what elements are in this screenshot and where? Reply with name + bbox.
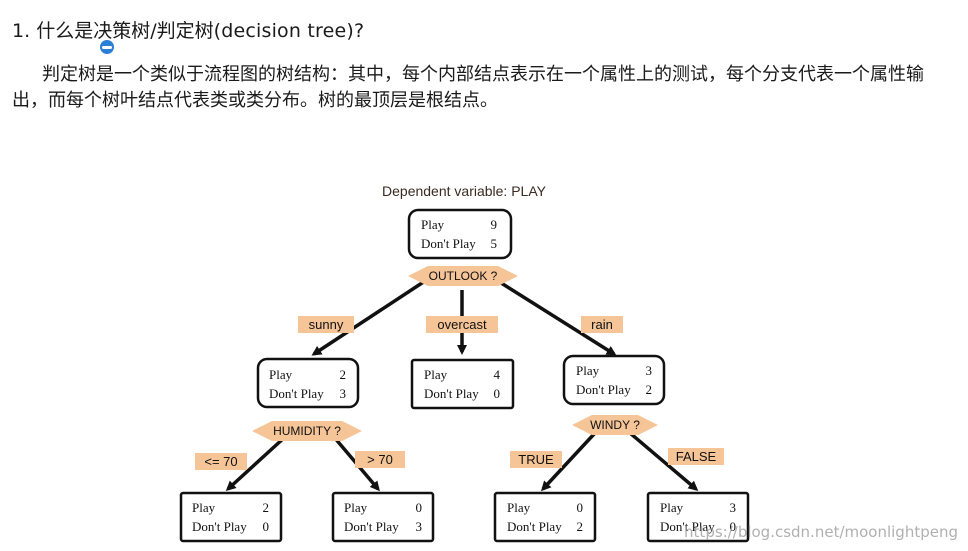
node-overcast-dont-count: 0: [494, 386, 501, 401]
definition-paragraph: 判定树是一个类似于流程图的树结构：其中，每个内部结点表示在一个属性上的测试，每个…: [12, 62, 952, 114]
branch-rain: rain: [581, 316, 623, 333]
node-gt70-dont-count: 3: [416, 519, 423, 534]
edge-rain: [497, 279, 617, 356]
node-le70: Play 2 Don't Play 0: [179, 491, 283, 543]
source-watermark: https://blog.csdn.net/moonlightpeng: [684, 523, 958, 541]
test-outlook-label: OUTLOOK ?: [429, 269, 498, 283]
branch-sunny: sunny: [298, 316, 354, 333]
node-le70-dont-label: Don't Play: [192, 519, 247, 534]
branch-gt70: > 70: [355, 451, 405, 468]
node-sunny-play-count: 2: [340, 367, 347, 382]
page-heading: 1. 什么是决策树/判定树(decision tree)?: [12, 16, 364, 43]
node-rain-play-label: Play: [576, 363, 600, 378]
node-true-play-label: Play: [507, 500, 531, 515]
node-true-dont-label: Don't Play: [507, 519, 562, 534]
node-rain-dont-label: Don't Play: [576, 382, 631, 397]
test-humidity-label: HUMIDITY ?: [273, 424, 341, 438]
test-humidity: HUMIDITY ?: [252, 421, 362, 441]
node-false-play-count: 3: [730, 500, 737, 515]
paragraph-text: 判定树是一个类似于流程图的树结构：其中，每个内部结点表示在一个属性上的测试，每个…: [12, 64, 924, 111]
test-outlook: OUTLOOK ?: [408, 266, 518, 286]
node-le70-play-count: 2: [263, 500, 270, 515]
node-root-dont-count: 5: [491, 236, 498, 251]
node-false-dont-count: 0: [730, 519, 737, 534]
node-root-play-count: 9: [491, 217, 498, 232]
branch-le70: <= 70: [195, 453, 247, 470]
branch-false: FALSE: [668, 448, 724, 465]
edge-true: [540, 431, 597, 492]
node-gt70-dont-label: Don't Play: [344, 519, 399, 534]
branch-sunny-label: sunny: [309, 317, 344, 332]
node-rain-play-count: 3: [646, 363, 653, 378]
node-le70-play-label: Play: [192, 500, 216, 515]
node-sunny: Play 2 Don't Play 3: [256, 357, 360, 409]
node-root: Play 9 Don't Play 5: [407, 208, 513, 260]
node-gt70: Play 0 Don't Play 3: [331, 491, 435, 543]
edge-sunny: [311, 279, 426, 356]
branch-overcast-label: overcast: [437, 317, 487, 332]
node-true: Play 0 Don't Play 2: [493, 491, 597, 543]
branch-overcast: overcast: [426, 316, 498, 333]
node-true-play-count: 0: [577, 500, 584, 515]
node-false-dont-label: Don't Play: [660, 519, 715, 534]
branch-rain-label: rain: [591, 317, 613, 332]
node-gt70-play-label: Play: [344, 500, 368, 515]
test-windy-label: WINDY ?: [590, 418, 640, 432]
node-root-dont-label: Don't Play: [421, 236, 476, 251]
node-sunny-dont-count: 3: [340, 386, 347, 401]
node-sunny-dont-label: Don't Play: [269, 386, 324, 401]
node-sunny-play-label: Play: [269, 367, 293, 382]
node-rain: Play 3 Don't Play 2: [562, 354, 666, 406]
node-true-dont-count: 2: [577, 519, 584, 534]
diagram-title: Dependent variable: PLAY: [382, 183, 547, 199]
node-gt70-play-count: 0: [416, 500, 423, 515]
branch-true-label: TRUE: [518, 452, 554, 467]
node-overcast-play-count: 4: [494, 367, 501, 382]
node-false: Play 3 Don't Play 0: [646, 491, 750, 543]
drag-handle-icon[interactable]: [100, 40, 114, 54]
branch-false-label: FALSE: [676, 449, 717, 464]
heading-number: 1.: [12, 20, 31, 42]
node-rain-dont-count: 2: [646, 382, 653, 397]
branch-le70-label: <= 70: [204, 454, 237, 469]
test-windy: WINDY ?: [572, 415, 658, 435]
node-false-play-label: Play: [660, 500, 684, 515]
heading-text-en: (decision tree)?: [213, 20, 365, 42]
branch-gt70-label: > 70: [367, 452, 393, 467]
branch-true: TRUE: [510, 451, 562, 468]
heading-text-cn: 什么是决策树/判定树: [36, 20, 214, 42]
node-overcast-dont-label: Don't Play: [424, 386, 479, 401]
edge-le70: [225, 435, 287, 492]
node-root-play-label: Play: [421, 217, 445, 232]
edge-false: [628, 431, 699, 491]
node-overcast: Play 4 Don't Play 0: [410, 358, 515, 410]
node-le70-dont-count: 0: [263, 519, 270, 534]
node-overcast-play-label: Play: [424, 367, 448, 382]
